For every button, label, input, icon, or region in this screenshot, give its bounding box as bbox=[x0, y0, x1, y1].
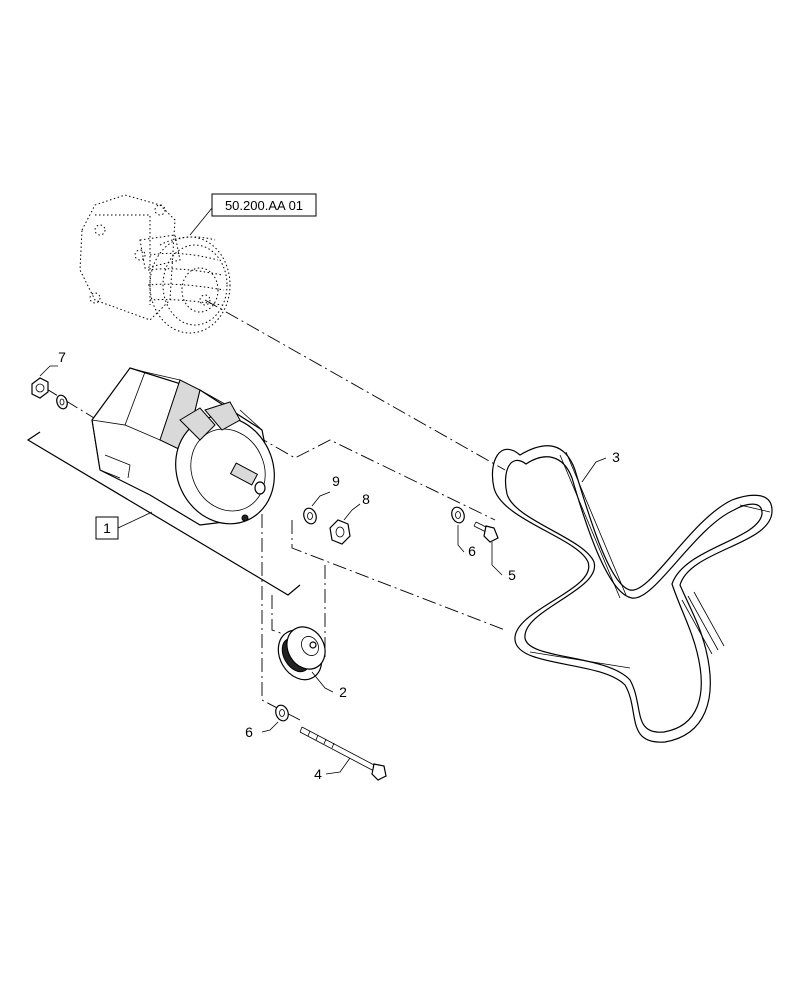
callout-8-label: 8 bbox=[362, 491, 370, 507]
callout-7[interactable]: 7 bbox=[39, 349, 66, 377]
washer-9 bbox=[303, 507, 317, 525]
nut-8 bbox=[329, 519, 351, 545]
compressor-reference bbox=[79, 194, 231, 334]
pulley-2 bbox=[277, 626, 326, 681]
callout-2[interactable]: 2 bbox=[311, 671, 347, 700]
reference-label: 50.200.AA 01 bbox=[225, 198, 303, 213]
belt-3 bbox=[491, 445, 773, 743]
callout-3-label: 3 bbox=[612, 449, 620, 465]
callout-6-bottom[interactable]: 6 bbox=[245, 721, 279, 740]
assembly-bracket bbox=[26, 431, 301, 596]
callout-1[interactable]: 1 bbox=[95, 511, 153, 540]
callout-4-label: 4 bbox=[314, 766, 322, 782]
reference-callout[interactable]: 50.200.AA 01 bbox=[189, 193, 317, 236]
callout-6-right-label: 6 bbox=[468, 543, 476, 559]
callout-3[interactable]: 3 bbox=[581, 449, 620, 483]
washer-6-bottom bbox=[275, 704, 289, 722]
callout-2-label: 2 bbox=[339, 684, 347, 700]
callout-9[interactable]: 9 bbox=[311, 473, 340, 507]
alternator bbox=[91, 367, 275, 526]
callout-5[interactable]: 5 bbox=[491, 542, 516, 583]
nut-7 bbox=[31, 377, 68, 410]
callout-7-label: 7 bbox=[58, 349, 66, 365]
callout-6-right[interactable]: 6 bbox=[457, 525, 476, 559]
centerlines bbox=[44, 299, 506, 721]
bolt-4 bbox=[299, 726, 387, 781]
callout-6-bottom-label: 6 bbox=[245, 724, 253, 740]
callout-4[interactable]: 4 bbox=[314, 757, 351, 782]
callout-5-label: 5 bbox=[508, 567, 516, 583]
callout-9-label: 9 bbox=[332, 473, 340, 489]
bolt-5 bbox=[473, 521, 499, 543]
callout-8[interactable]: 8 bbox=[343, 491, 370, 521]
washer-6-right bbox=[451, 506, 465, 524]
callout-1-label: 1 bbox=[103, 520, 111, 536]
